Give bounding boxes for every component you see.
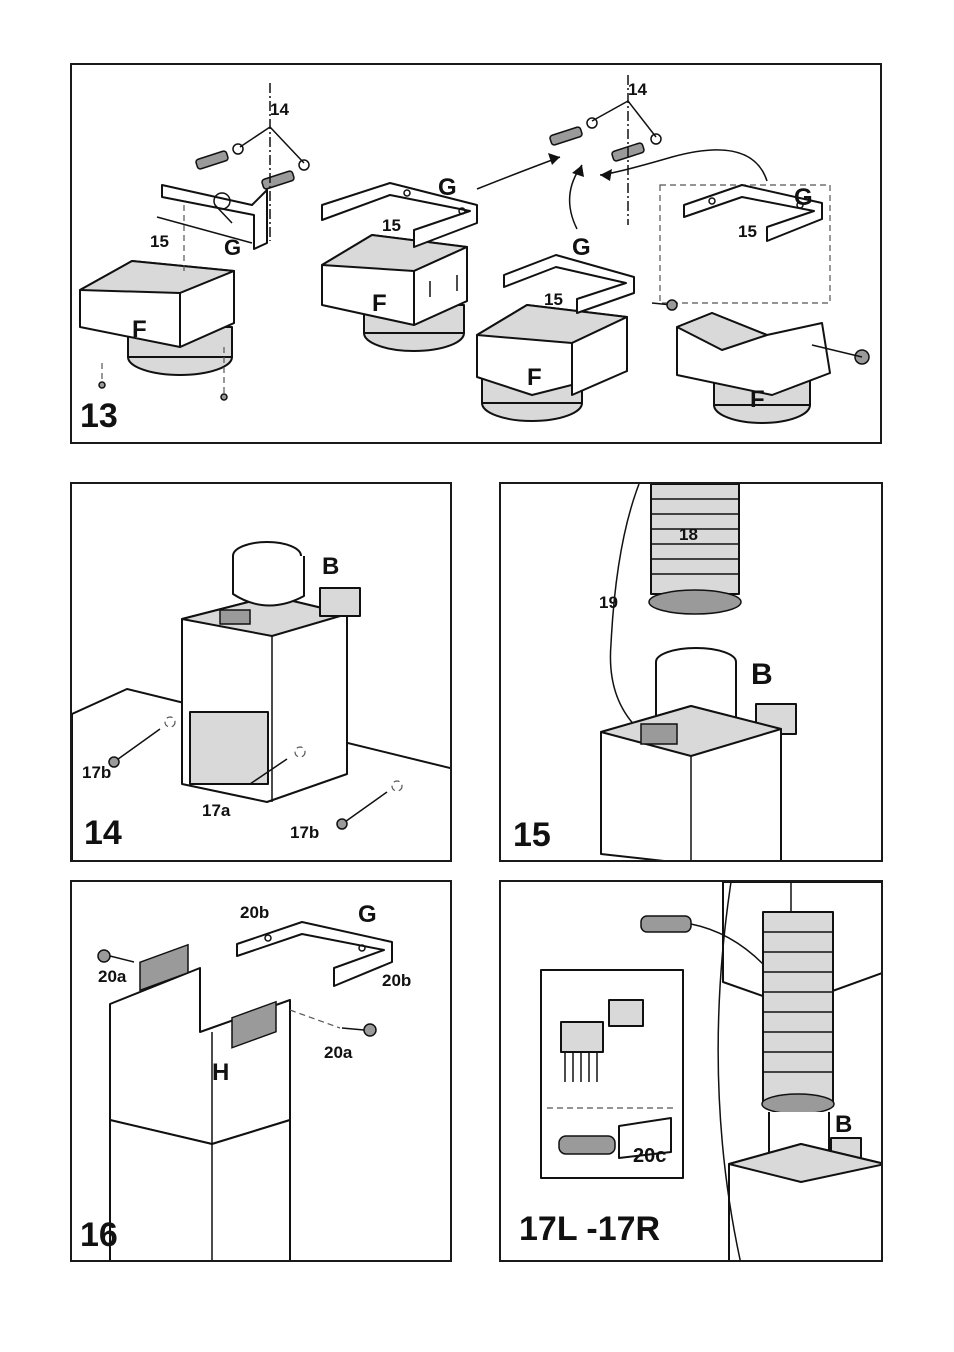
label-20b-right: 20b	[382, 971, 411, 990]
outlet-collar-b	[232, 541, 361, 617]
label-B-17: B	[835, 1111, 852, 1138]
inset-detail	[540, 969, 684, 1179]
step-number-14: 14	[84, 814, 122, 852]
flexible-duct-18	[648, 484, 742, 615]
label-B-15: B	[751, 658, 773, 691]
motor-housing-17	[728, 1143, 881, 1260]
label-F-d: F	[750, 386, 765, 413]
label-14-d: 14	[628, 80, 647, 99]
arrow-head-d	[600, 169, 612, 181]
label-17a: 17a	[202, 801, 231, 820]
panel-17: B 20c 17L -17R	[499, 880, 883, 1262]
screws-17b	[108, 716, 403, 830]
wall-plugs-a	[195, 83, 310, 241]
step-number-17: 17L -17R	[519, 1210, 660, 1248]
motor-housing	[181, 595, 348, 803]
panel-15-drawing: 18 19 B 15	[513, 484, 797, 860]
label-15-d: 15	[738, 222, 757, 241]
label-19: 19	[599, 593, 618, 612]
arrow-d	[599, 149, 768, 182]
hood-outlet-box-c	[476, 304, 628, 422]
mounting-bracket-c	[503, 254, 635, 314]
hood-outlet-box-b	[321, 234, 468, 352]
label-F-c: F	[527, 364, 542, 391]
hood-outlet-box-d	[651, 184, 870, 424]
label-G-b: G	[438, 174, 457, 201]
label-20c: 20c	[633, 1145, 666, 1167]
panel-13: 14 15 G F 15 G F	[70, 63, 882, 444]
label-15-c: 15	[544, 290, 563, 309]
label-G-c: G	[572, 234, 591, 261]
label-20b-top: 20b	[240, 903, 269, 922]
screws-20a	[97, 949, 377, 1037]
panel-14-drawing: B 17b 17a 17b 14	[72, 541, 450, 860]
step-number-13: 13	[80, 397, 118, 435]
label-F-b: F	[372, 290, 387, 317]
arrow-head-b	[548, 153, 560, 165]
panel-15: 18 19 B 15	[499, 482, 883, 862]
label-H: H	[212, 1059, 229, 1086]
label-F-a: F	[132, 316, 147, 343]
panel-14: B 17b 17a 17b 14	[70, 482, 452, 862]
label-G-16: G	[358, 901, 377, 928]
panel-13-drawing: 14 15 G F 15 G F	[79, 75, 870, 435]
arrow-head-c	[572, 165, 584, 177]
mounting-bracket-b	[321, 182, 478, 248]
label-20a-left: 20a	[98, 967, 127, 986]
mounting-bracket-a	[156, 184, 268, 275]
panel-17-drawing: B 20c 17L -17R	[519, 882, 881, 1260]
motor-housing-15	[600, 705, 782, 860]
connector-plug	[640, 915, 764, 965]
panel-16-drawing: 20b G 20b 20a 20a H 16	[80, 901, 411, 1260]
label-G-d: G	[794, 184, 813, 211]
label-G-a: G	[224, 235, 241, 260]
label-20a-right: 20a	[324, 1043, 353, 1062]
label-17b-right: 17b	[290, 823, 319, 842]
step-number-15: 15	[513, 816, 551, 854]
label-18: 18	[679, 525, 698, 544]
mounting-bracket-d	[683, 184, 823, 242]
label-15-b: 15	[382, 216, 401, 235]
label-15-a: 15	[150, 232, 169, 251]
wall-plugs-d	[549, 75, 662, 225]
arrow-b	[476, 156, 561, 190]
hood-outlet-box-a	[79, 260, 235, 401]
label-B: B	[322, 553, 339, 580]
panel-16: 20b G 20b 20a 20a H 16	[70, 880, 452, 1262]
step-number-16: 16	[80, 1216, 118, 1254]
bracket-G-20b	[236, 921, 393, 987]
chimney-cover-H	[109, 943, 291, 1260]
label-14-a: 14	[270, 100, 289, 119]
label-17b-left: 17b	[82, 763, 111, 782]
flexible-duct-17	[761, 911, 835, 1115]
cable-19	[609, 484, 647, 737]
